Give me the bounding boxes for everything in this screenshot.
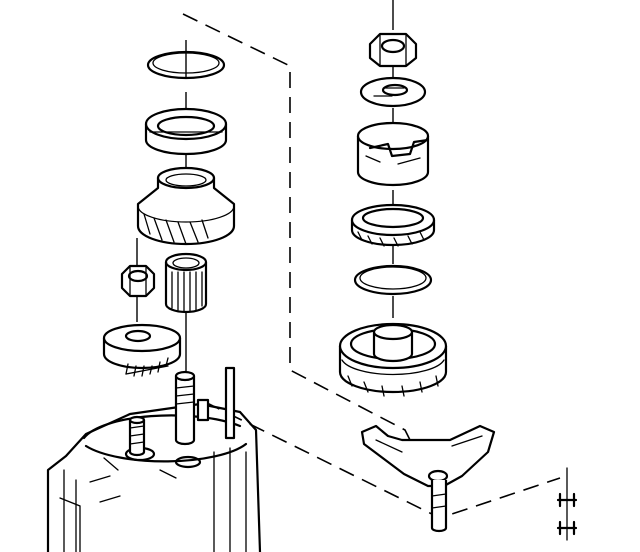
forward-gear bbox=[338, 322, 448, 397]
center-axis-lines bbox=[136, 0, 394, 380]
pinion-gear bbox=[102, 323, 182, 377]
needle-bearing bbox=[164, 252, 208, 314]
bevel-gear bbox=[136, 166, 236, 246]
retaining-ring-right bbox=[353, 264, 433, 296]
gearcase-housing bbox=[46, 402, 262, 552]
assembly-path-dashed-left bbox=[182, 13, 431, 481]
shift-yoke-bracket bbox=[360, 424, 496, 533]
drive-shafts bbox=[128, 366, 236, 457]
retaining-ring-left bbox=[146, 50, 226, 80]
sliding-clutch bbox=[356, 121, 430, 187]
e-clips bbox=[556, 467, 578, 541]
hex-nut-left bbox=[120, 264, 156, 298]
thrust-bearing bbox=[350, 203, 436, 247]
bearing-cup bbox=[144, 107, 228, 156]
hex-nut-top bbox=[368, 32, 418, 68]
tab-washer bbox=[359, 76, 427, 108]
